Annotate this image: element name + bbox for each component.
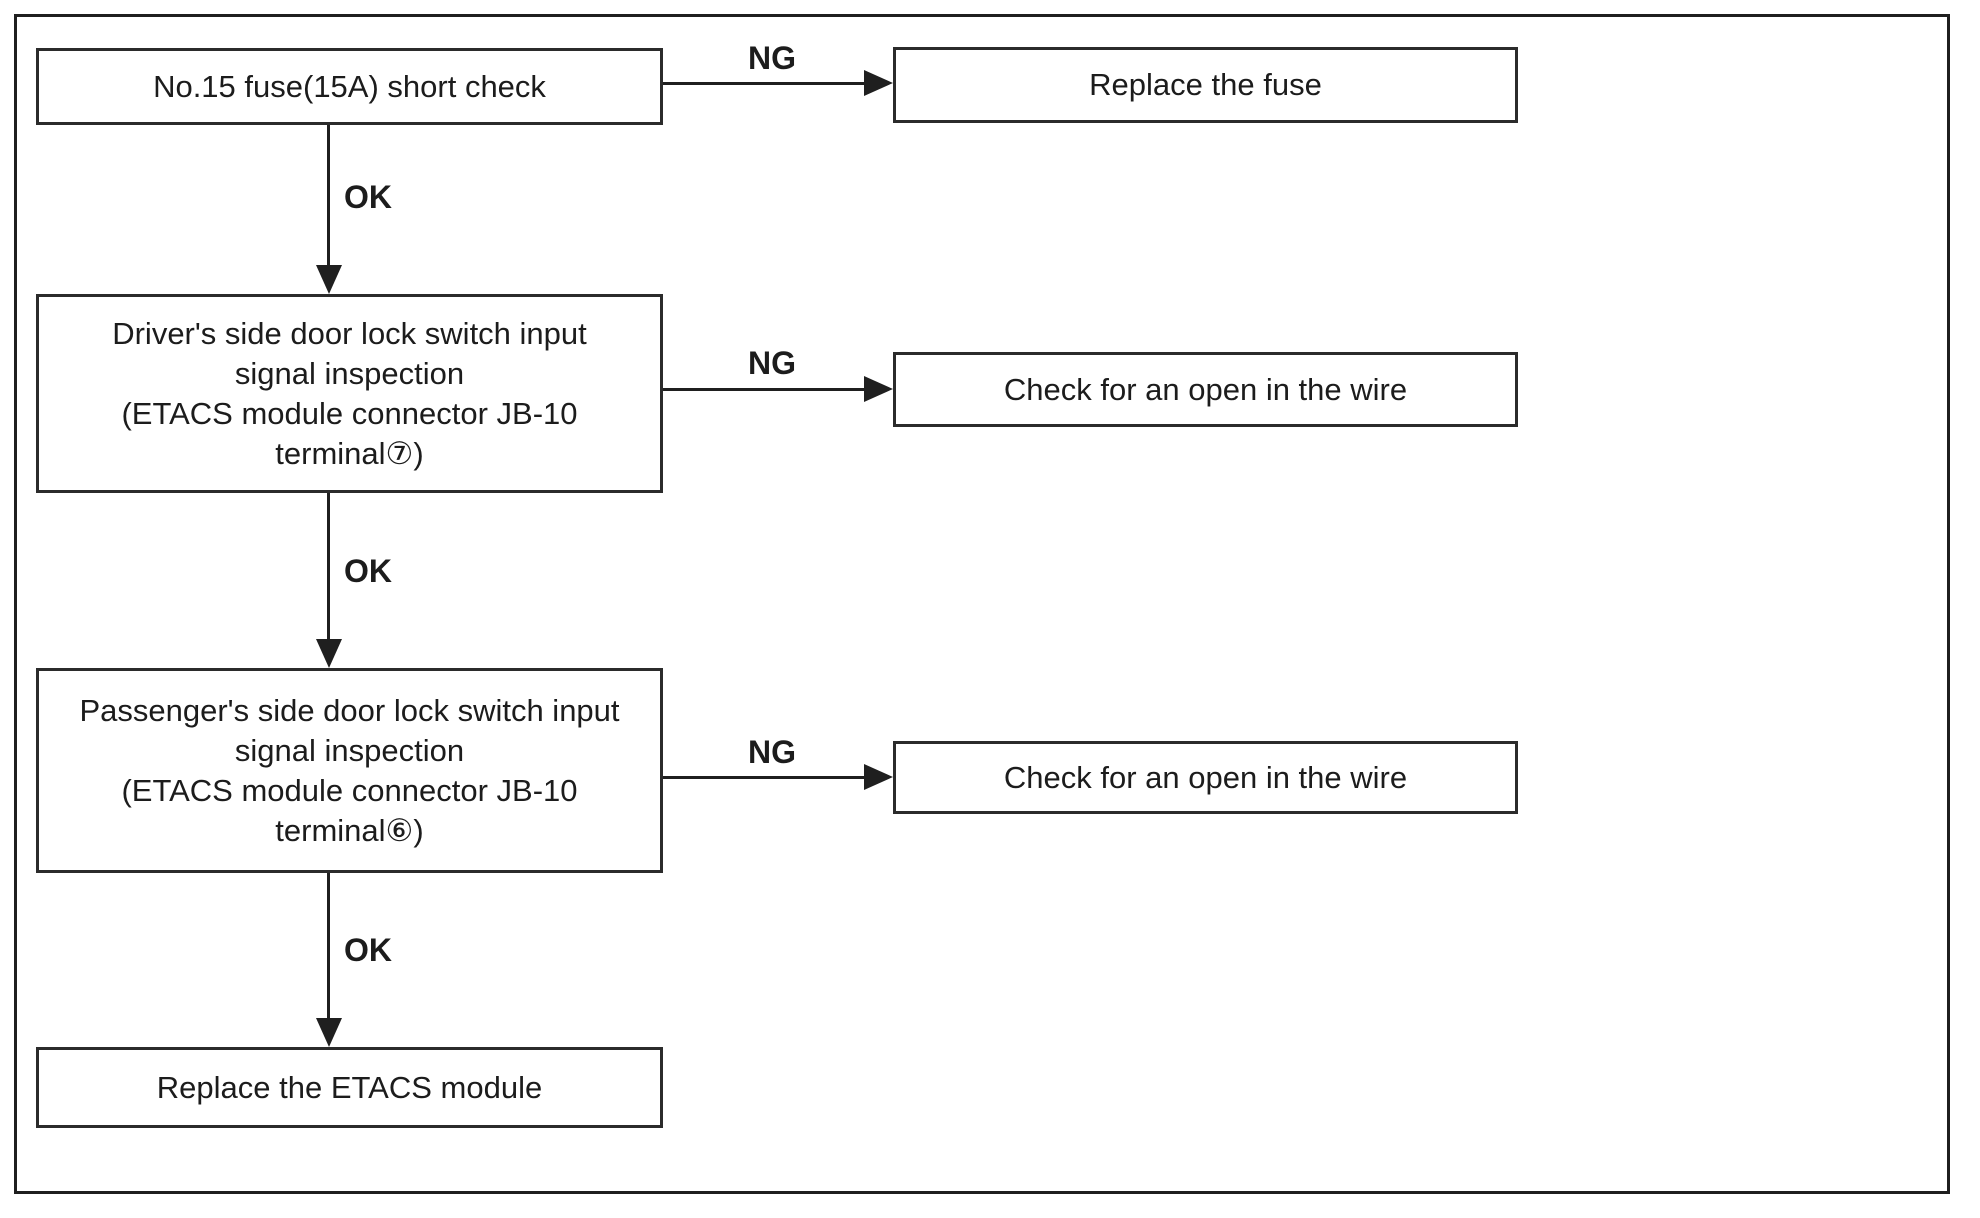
node-passenger-switch-inspection: Passenger's side door lock switch input … [36, 668, 663, 873]
node-replace-fuse: Replace the fuse [893, 47, 1518, 123]
node-driver-switch-inspection: Driver's side door lock switch input sig… [36, 294, 663, 493]
edge-driver-ng-arrowhead-icon [864, 376, 893, 402]
edge-driver-ok-line [327, 493, 330, 639]
edge-driver-ng-line [663, 388, 864, 391]
edge-label-driver-ok: OK [344, 553, 392, 589]
edge-label-passenger-ok: OK [344, 932, 392, 968]
diagram-border [14, 14, 1950, 1194]
edge-passenger-ok-arrowhead-icon [316, 1018, 342, 1047]
edge-label-passenger-ng: NG [748, 734, 796, 770]
node-replace-etacs-module: Replace the ETACS module [36, 1047, 663, 1128]
edge-fuse-ok-line [327, 125, 330, 266]
edge-passenger-ng-line [663, 776, 864, 779]
edge-fuse-ng-arrowhead-icon [864, 70, 893, 96]
edge-label-driver-ng: NG [748, 345, 796, 381]
edge-fuse-ng-line [663, 82, 864, 85]
edge-passenger-ok-line [327, 873, 330, 1018]
node-fuse-check: No.15 fuse(15A) short check [36, 48, 663, 125]
edge-fuse-ok-arrowhead-icon [316, 265, 342, 294]
node-check-open-wire-driver: Check for an open in the wire [893, 352, 1518, 427]
edge-passenger-ng-arrowhead-icon [864, 764, 893, 790]
node-check-open-wire-passenger: Check for an open in the wire [893, 741, 1518, 814]
edge-label-fuse-ng: NG [748, 40, 796, 76]
edge-label-fuse-ok: OK [344, 179, 392, 215]
edge-driver-ok-arrowhead-icon [316, 639, 342, 668]
